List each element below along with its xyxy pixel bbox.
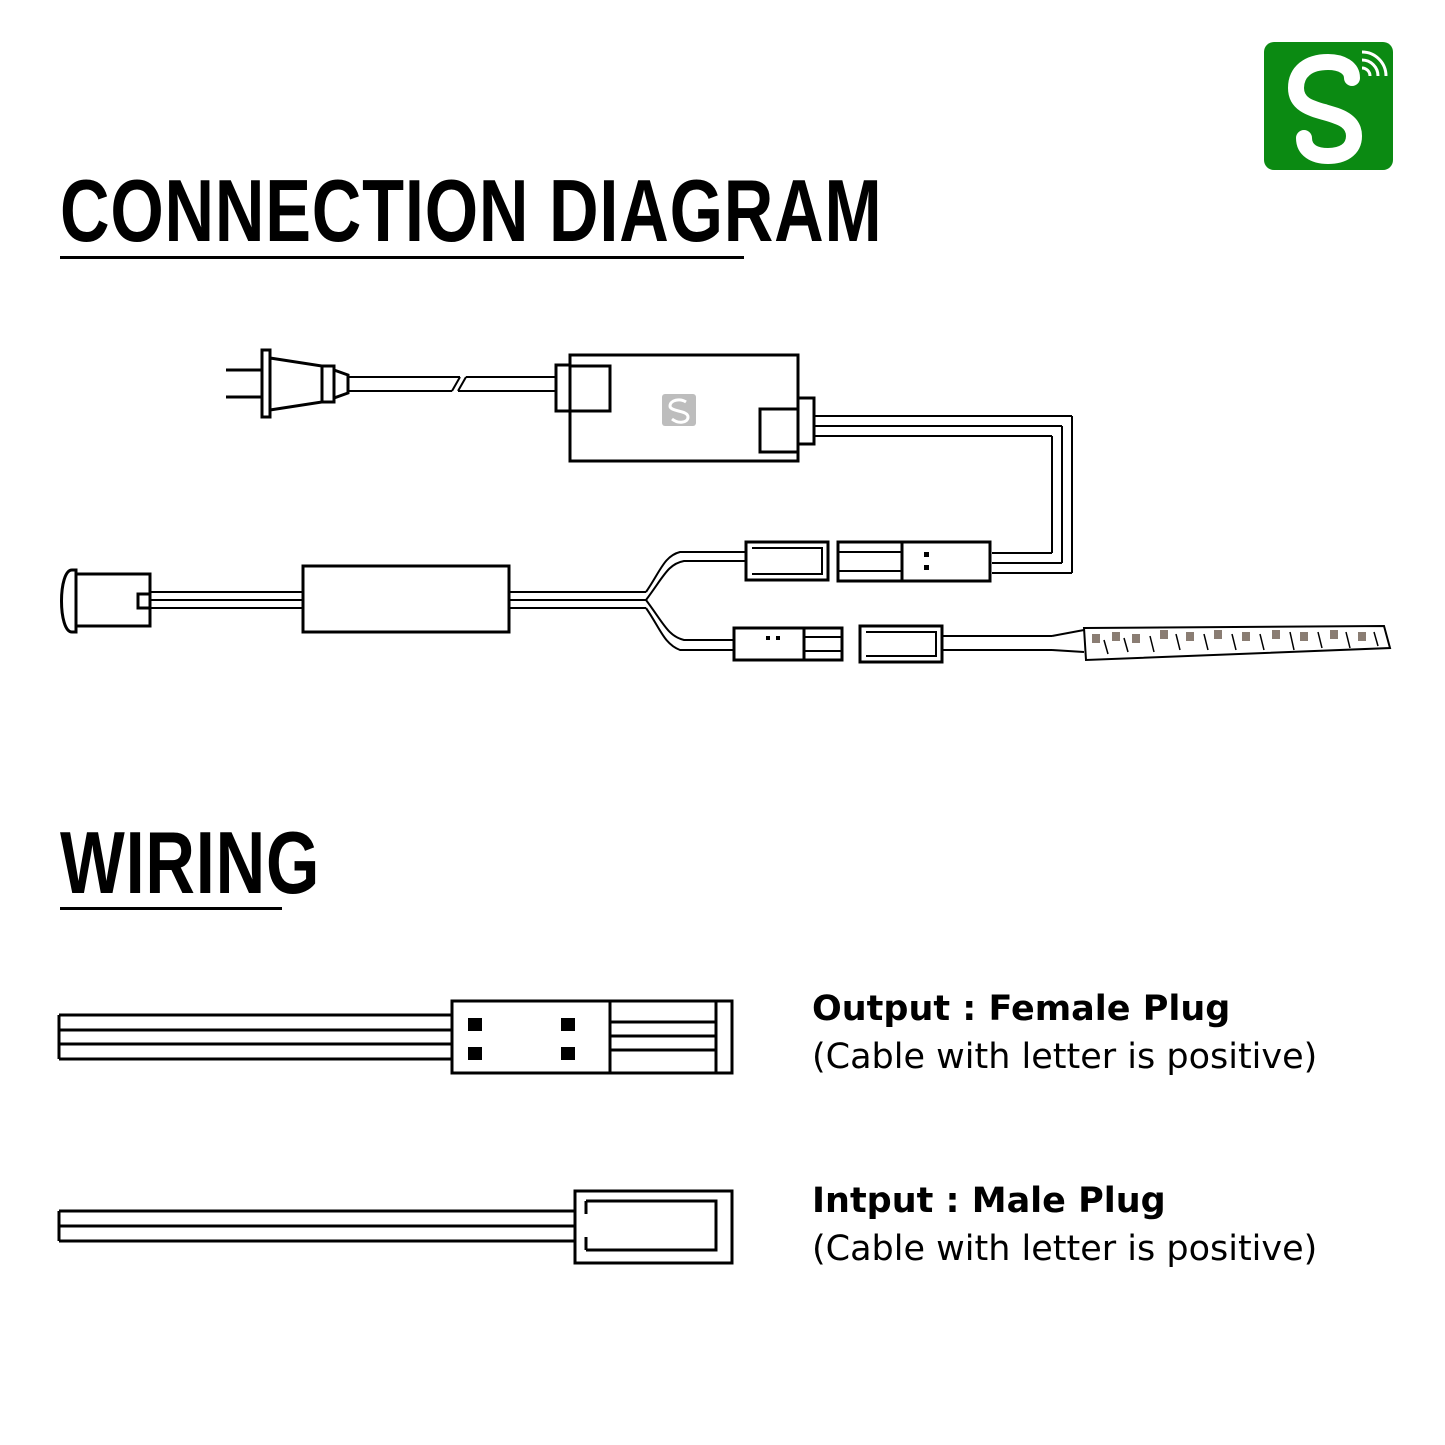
sensor-module-box: [301, 564, 511, 634]
strip-cable: [942, 629, 1085, 653]
connection-diagram: [60, 348, 1392, 664]
controller-output-cable: [814, 415, 1073, 574]
input-note: (Cable with letter is positive): [812, 1229, 1318, 1269]
male-plug-output: [836, 540, 992, 583]
output-note: (Cable with letter is positive): [812, 1037, 1318, 1077]
led-strip: [1082, 624, 1392, 662]
output-title: Output : Female Plug: [812, 989, 1231, 1029]
brand-logo-icon: [1264, 42, 1393, 170]
ac-cable: [348, 376, 556, 392]
controller-box: [554, 353, 816, 463]
output-label: Output : Female Plug (Cable with letter …: [812, 985, 1317, 1081]
male-plug-lower: [732, 626, 844, 662]
input-title: Intput : Male Plug: [812, 1181, 1166, 1221]
female-socket-strip: [858, 624, 944, 664]
connection-diagram-title: CONNECTION DIAGRAM: [60, 161, 883, 260]
input-label: Intput : Male Plug (Cable with letter is…: [812, 1177, 1317, 1273]
wiring-title-underline: [60, 907, 282, 910]
wiring-title: WIRING: [60, 813, 321, 912]
sensor-cable: [150, 591, 303, 609]
connection-title-underline: [60, 256, 744, 259]
male-plug-drawing: [57, 1189, 734, 1265]
female-plug-drawing: [57, 999, 734, 1075]
power-plug-icon: [226, 348, 350, 419]
y-split-cable: [509, 551, 746, 651]
